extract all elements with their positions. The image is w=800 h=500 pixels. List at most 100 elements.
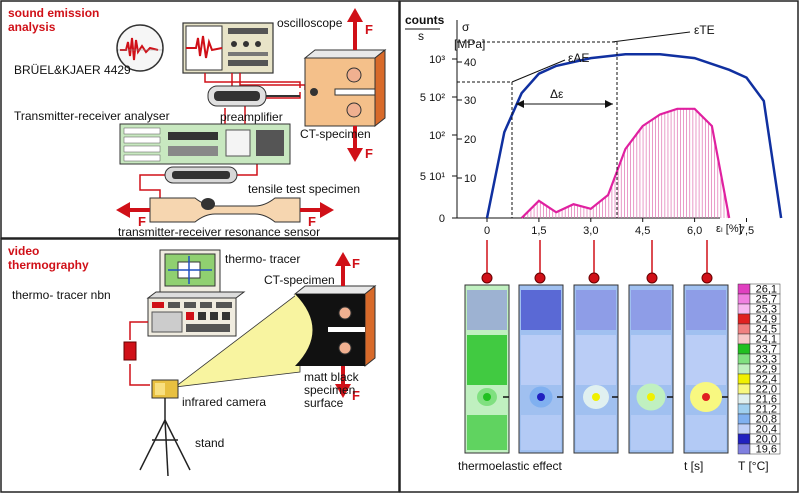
thermal-mid-zone — [576, 335, 616, 385]
thermal-image — [464, 284, 510, 454]
surface-label-2: specimen — [304, 383, 355, 397]
delta-eps-arrow — [516, 100, 613, 108]
left-tick-label: 5 10² — [420, 92, 445, 104]
scale-value: 25,7 — [756, 294, 777, 306]
image-connectors — [481, 240, 713, 284]
scale-swatch — [737, 303, 751, 315]
connector-dot — [646, 272, 658, 284]
thermal-mid-zone — [686, 335, 726, 385]
thermo-control-unit — [146, 291, 246, 337]
results-panel — [399, 0, 799, 493]
scale-swatch — [737, 353, 751, 365]
ct-specimen-black — [293, 284, 377, 368]
sigma-unit: [MPa] — [454, 37, 485, 51]
device-model-label: BRÜEL&KJAER 4429 — [14, 63, 131, 77]
thermal-hotspot — [647, 393, 655, 401]
analyser-label: Transmitter-receiver analyser — [14, 109, 170, 123]
sound-emission-title-2: analysis — [8, 20, 56, 34]
scale-swatch — [737, 433, 751, 445]
scale-swatch — [737, 423, 751, 435]
counts-label: counts — [405, 13, 445, 27]
tensile-specimen — [149, 197, 301, 223]
x-axis-label: εₗ [%] — [716, 223, 742, 235]
scale-value: 22,4 — [756, 374, 777, 386]
ct-specimen-label: CT-specimen — [300, 127, 371, 141]
plot-axes — [456, 20, 720, 219]
tensile-force-left — [116, 202, 150, 218]
scale-value: 20,0 — [756, 434, 777, 446]
connector-dot — [481, 272, 493, 284]
left-tick-label: 10³ — [429, 54, 445, 66]
thermo-force-label-top: F — [352, 256, 360, 271]
left-tick-label: 5 10¹ — [420, 171, 445, 183]
x-tick-label: 0 — [484, 225, 490, 237]
force-label-top: F — [365, 22, 373, 37]
eps-te-label: εTE — [694, 23, 715, 37]
sensor-label: transmitter-receiver resonance sensor — [118, 225, 320, 239]
thermal-image — [518, 284, 564, 454]
thermal-image — [683, 284, 729, 454]
time-label: t [s] — [684, 459, 703, 473]
stand-label: stand — [195, 436, 224, 450]
thermal-hotspot — [537, 393, 545, 401]
thermal-mid-zone — [521, 335, 561, 385]
surface-label-1: matt black — [304, 370, 360, 384]
scale-swatch — [737, 413, 751, 425]
scale-swatch — [737, 363, 751, 375]
oscilloscope-device — [182, 22, 274, 74]
thermo-ct-specimen-label: CT-specimen — [264, 273, 335, 287]
oscilloscope-label: oscilloscope — [277, 16, 343, 30]
thermal-mid-zone — [467, 335, 507, 385]
left-tick-label: 10² — [429, 130, 445, 142]
eps-ae-label: εAE — [568, 51, 589, 65]
scale-value: 24,1 — [756, 334, 777, 346]
thermo-monitor — [159, 249, 221, 293]
tensile-force-label-right: F — [308, 214, 316, 229]
plot-annotation-lines — [457, 31, 691, 218]
x-tick-label: 7,5 — [739, 225, 754, 237]
sigma-label: σ — [462, 20, 470, 34]
thermal-bottom-zone — [576, 415, 616, 450]
thermal-bottom-zone — [631, 415, 671, 450]
ct-specimen-block — [303, 48, 387, 128]
scale-swatch — [737, 283, 751, 295]
thermal-top-zone — [576, 290, 616, 330]
temperature-scale: 26,125,725,324,924,524,123,723,322,922,4… — [737, 283, 781, 456]
scale-value: 21,2 — [756, 404, 777, 416]
thermal-bottom-zone — [467, 415, 507, 450]
sigma-tick-label: 20 — [464, 134, 476, 146]
sound-emission-title-1: sound emission — [8, 6, 99, 20]
connector-dot — [701, 272, 713, 284]
signal-display-icon — [116, 24, 164, 72]
scale-swatch — [737, 323, 751, 335]
thermal-top-zone — [521, 290, 561, 330]
infrared-camera-icon — [151, 379, 179, 399]
scale-value: 24,9 — [756, 314, 777, 326]
scale-value: 24,5 — [756, 324, 777, 336]
connector-dot — [588, 272, 600, 284]
scale-swatch — [737, 383, 751, 395]
thermography-panel — [0, 238, 400, 493]
scale-swatch — [737, 313, 751, 325]
scale-swatch — [737, 443, 751, 455]
x-tick-label: 3,0 — [583, 225, 598, 237]
thermal-mid-zone — [631, 335, 671, 385]
thermo-force-arrow-down — [335, 366, 351, 398]
force-label-bottom: F — [365, 146, 373, 161]
thermo-tracer-label: thermo- tracer — [225, 252, 300, 266]
thermal-image — [573, 284, 619, 454]
preamplifier-label: preamplifier — [220, 110, 283, 124]
thermal-bottom-zone — [521, 415, 561, 450]
tripod-stand — [139, 398, 191, 477]
x-tick-label: 4,5 — [635, 225, 650, 237]
analyser-device — [119, 123, 291, 165]
scale-swatch — [737, 333, 751, 345]
thermography-title-1: video — [8, 244, 39, 258]
thermography-cables — [129, 321, 150, 386]
scale-swatch — [737, 393, 751, 405]
thermal-hotspot — [483, 393, 491, 401]
